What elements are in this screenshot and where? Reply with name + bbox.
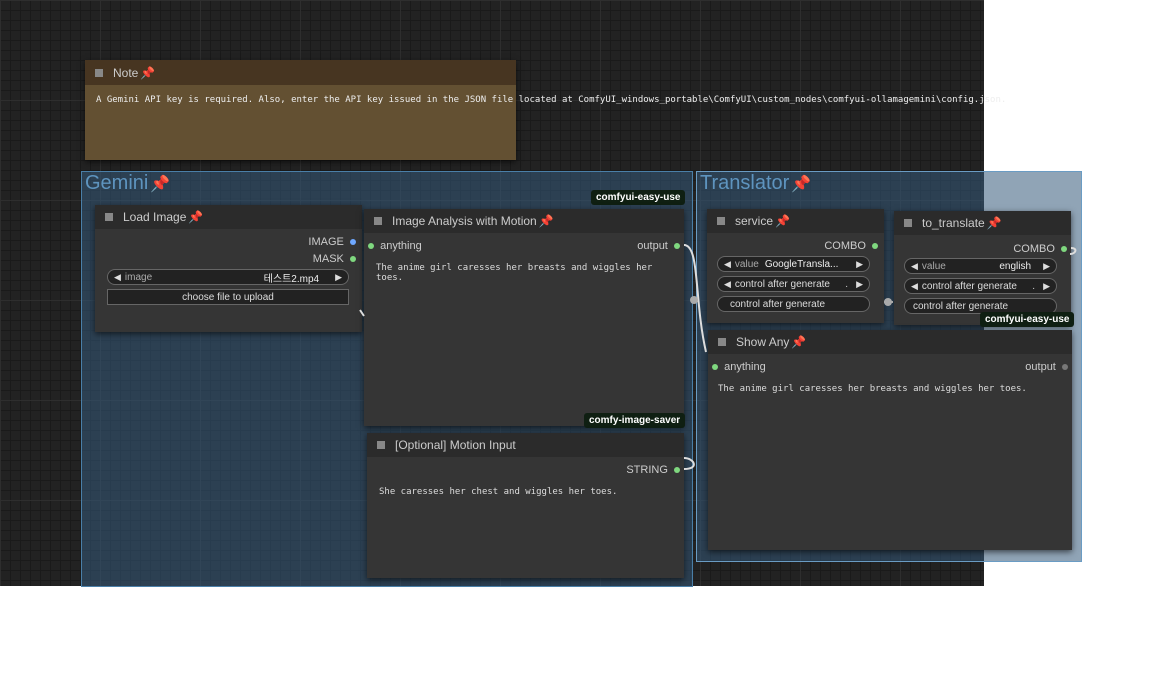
service-control-widget[interactable]: ◀ control after generate . ▶: [717, 276, 870, 292]
load-image-header[interactable]: Load Image📌: [95, 205, 362, 229]
collapse-icon[interactable]: [374, 217, 382, 225]
service-header[interactable]: service📌: [707, 209, 884, 233]
show-any-text[interactable]: The anime girl caresses her breasts and …: [710, 376, 1068, 546]
service-combo-output[interactable]: COMBO: [824, 240, 878, 252]
to-translate-combo-output[interactable]: COMBO: [1013, 243, 1067, 255]
output-dot[interactable]: [674, 243, 680, 249]
pin-icon: 📌: [188, 210, 204, 224]
image-output-dot[interactable]: [350, 239, 356, 245]
mask-output-dot[interactable]: [350, 256, 356, 262]
collapse-icon[interactable]: [377, 441, 385, 449]
image-analysis-header[interactable]: Image Analysis with Motion📌: [364, 209, 684, 233]
pin-icon: 📌: [538, 214, 554, 228]
service-control-widget-2[interactable]: control after generate: [717, 296, 870, 312]
analysis-badge: comfyui-easy-use: [591, 190, 686, 205]
arrow-right-icon[interactable]: ▶: [1043, 280, 1050, 291]
pin-icon: 📌: [150, 176, 171, 193]
string-output-slot[interactable]: STRING: [626, 464, 680, 476]
anything-input-dot[interactable]: [368, 243, 374, 249]
pin-icon: 📌: [986, 216, 1002, 230]
load-image-title: Load Image: [123, 210, 187, 224]
note-node[interactable]: Note📌 A Gemini API key is required. Also…: [85, 60, 1006, 160]
service-combo-dot[interactable]: [872, 243, 878, 249]
motion-input-node[interactable]: [Optional] Motion Input STRING She cares…: [367, 433, 684, 578]
motion-input-title: [Optional] Motion Input: [395, 438, 516, 452]
arrow-left-icon[interactable]: ◀: [724, 258, 731, 269]
to-translate-control-widget[interactable]: ◀ control after generate . ▶: [904, 278, 1057, 294]
analysis-text[interactable]: The anime girl caresses her breasts and …: [368, 255, 680, 421]
pin-icon: 📌: [791, 176, 812, 193]
arrow-left-icon[interactable]: ◀: [114, 271, 121, 282]
service-node[interactable]: service📌 COMBO ◀ value GoogleTransla... …: [707, 209, 884, 323]
collapse-icon[interactable]: [95, 68, 103, 77]
arrow-right-icon[interactable]: ▶: [335, 271, 342, 282]
arrow-right-icon[interactable]: ▶: [856, 258, 863, 269]
show-any-output-slot[interactable]: output: [1025, 361, 1068, 373]
note-title: Note: [113, 65, 139, 80]
motion-badge: comfy-image-saver: [584, 413, 686, 428]
to-translate-value-widget[interactable]: ◀ value english ▶: [904, 258, 1057, 274]
arrow-right-icon[interactable]: ▶: [856, 278, 863, 289]
anything-input-slot[interactable]: anything: [368, 240, 422, 252]
pin-icon: 📌: [775, 214, 790, 228]
load-image-node[interactable]: Load Image📌 IMAGE MASK ◀ image 테스트2.mp4 …: [95, 205, 362, 332]
to-translate-combo-dot[interactable]: [1061, 246, 1067, 252]
image-output-slot[interactable]: IMAGE: [308, 236, 356, 248]
gemini-group-title[interactable]: Gemini📌: [85, 172, 171, 194]
show-any-badge: comfyui-easy-use: [980, 312, 1075, 327]
string-output-dot[interactable]: [674, 467, 680, 473]
collapse-icon[interactable]: [105, 213, 113, 221]
to-translate-title: to_translate: [922, 216, 985, 230]
note-text[interactable]: A Gemini API key is required. Also, ente…: [96, 95, 1007, 105]
collapse-icon[interactable]: [718, 338, 726, 346]
show-any-input-slot[interactable]: anything: [712, 361, 766, 373]
arrow-right-icon[interactable]: ▶: [1043, 260, 1050, 271]
pin-icon: 📌: [791, 335, 807, 349]
show-any-header[interactable]: Show Any📌: [708, 330, 1072, 354]
show-any-input-dot[interactable]: [712, 364, 718, 370]
arrow-left-icon[interactable]: ◀: [911, 260, 918, 271]
to-translate-node[interactable]: to_translate📌 COMBO ◀ value english ▶ ◀ …: [894, 211, 1071, 325]
show-any-output-dot[interactable]: [1062, 364, 1068, 370]
image-analysis-node[interactable]: Image Analysis with Motion📌 anything out…: [364, 209, 684, 426]
motion-input-header[interactable]: [Optional] Motion Input: [367, 433, 684, 457]
output-slot[interactable]: output: [637, 240, 680, 252]
to-translate-header[interactable]: to_translate📌: [894, 211, 1071, 235]
upload-button[interactable]: choose file to upload: [107, 289, 349, 305]
show-any-node[interactable]: Show Any📌 anything output The anime girl…: [708, 330, 1072, 550]
collapse-icon[interactable]: [904, 219, 912, 227]
mask-output-slot[interactable]: MASK: [313, 253, 356, 265]
arrow-left-icon[interactable]: ◀: [724, 278, 731, 289]
service-title: service: [735, 214, 774, 228]
image-analysis-title: Image Analysis with Motion: [392, 214, 537, 228]
service-value-widget[interactable]: ◀ value GoogleTransla... ▶: [717, 256, 870, 272]
motion-text[interactable]: She caresses her chest and wiggles her t…: [371, 479, 680, 573]
note-header[interactable]: Note📌: [85, 60, 516, 85]
translator-group-title[interactable]: Translator📌: [700, 172, 812, 194]
arrow-left-icon[interactable]: ◀: [911, 280, 918, 291]
image-select-widget[interactable]: ◀ image 테스트2.mp4 ▶: [107, 269, 349, 285]
collapse-icon[interactable]: [717, 217, 725, 225]
pin-icon: 📌: [140, 65, 156, 80]
show-any-title: Show Any: [736, 335, 790, 349]
